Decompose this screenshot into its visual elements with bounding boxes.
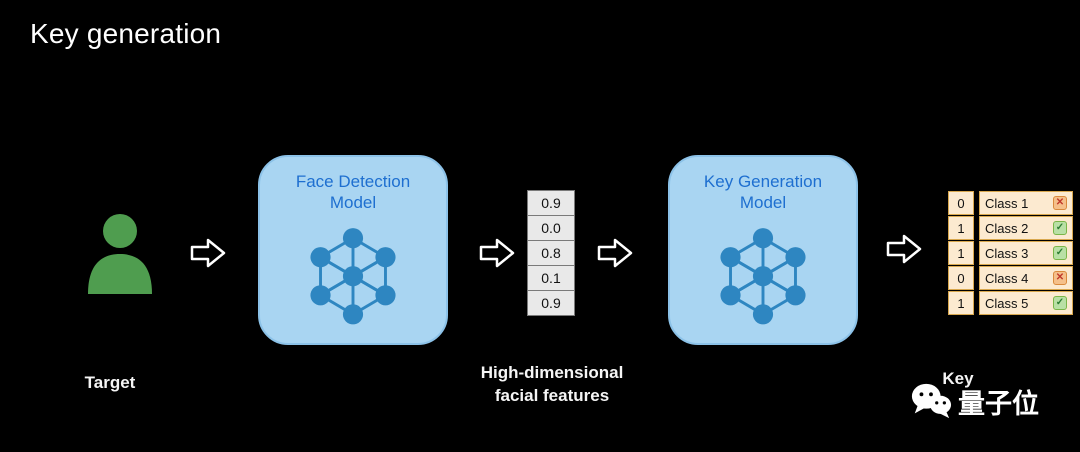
feature-value: 0.1 [527,265,575,291]
key-bit: 0 [948,266,974,290]
class-label: Class 3 [985,245,1029,261]
watermark: 量子位 [910,381,1039,421]
class-status-icon [1053,271,1067,285]
key-generation-model-title: Key Generation Model [704,171,822,214]
features-caption: High-dimensional facial features [452,362,652,408]
arrow-right-icon [597,238,633,268]
model-title-line: Model [739,193,787,213]
class-cell: Class 4 [979,266,1073,290]
wechat-logo-icon [911,383,952,419]
neural-network-icon [720,227,806,324]
feature-value: 0.9 [527,290,575,316]
key-row: 0 Class 4 [948,266,1073,290]
model-title-line: Key Generation [703,172,823,191]
key-row: 1 Class 3 [948,241,1073,265]
target-caption: Target [84,373,136,392]
class-label: Class 4 [985,270,1029,286]
key-generation-model-box: Key Generation Model [668,155,858,345]
features-caption-line: High-dimensional [480,363,624,382]
model-title-line: Face Detection [295,172,411,191]
arrow-right-icon [886,234,922,264]
class-label: Class 2 [985,220,1029,236]
arrow-right-icon [479,238,515,268]
neural-network-icon [310,227,396,324]
feature-value: 0.9 [527,190,575,216]
class-cell: Class 1 [979,191,1073,215]
watermark-text: 量子位 [958,388,1039,420]
features-caption-line: facial features [494,385,610,405]
key-bit: 1 [948,291,974,315]
class-cell: Class 2 [979,216,1073,240]
class-label: Class 5 [985,295,1029,311]
key-bit: 1 [948,216,974,240]
feature-value: 0.8 [527,240,575,266]
model-title-line: Model [329,193,377,213]
key-caption: Key [942,369,974,388]
class-status-icon [1053,246,1067,260]
person-silhouette-icon [88,214,152,294]
feature-value: 0.0 [527,215,575,241]
class-status-icon [1053,296,1067,310]
key-table: 0 Class 1 1 Class 2 1 Class 3 0 Class 4 [948,191,1073,316]
feature-vector: 0.9 0.0 0.8 0.1 0.9 [527,190,575,316]
page-title: Key generation [30,18,222,49]
class-cell: Class 3 [979,241,1073,265]
face-detection-model-title: Face Detection Model [296,171,410,214]
face-detection-model-box: Face Detection Model [258,155,448,345]
class-label: Class 1 [985,195,1029,211]
class-status-icon [1053,196,1067,210]
key-row: 0 Class 1 [948,191,1073,215]
key-row: 1 Class 2 [948,216,1073,240]
key-bit: 0 [948,191,974,215]
key-bit: 1 [948,241,974,265]
class-status-icon [1053,221,1067,235]
key-row: 1 Class 5 [948,291,1073,315]
arrow-right-icon [190,238,226,268]
class-cell: Class 5 [979,291,1073,315]
